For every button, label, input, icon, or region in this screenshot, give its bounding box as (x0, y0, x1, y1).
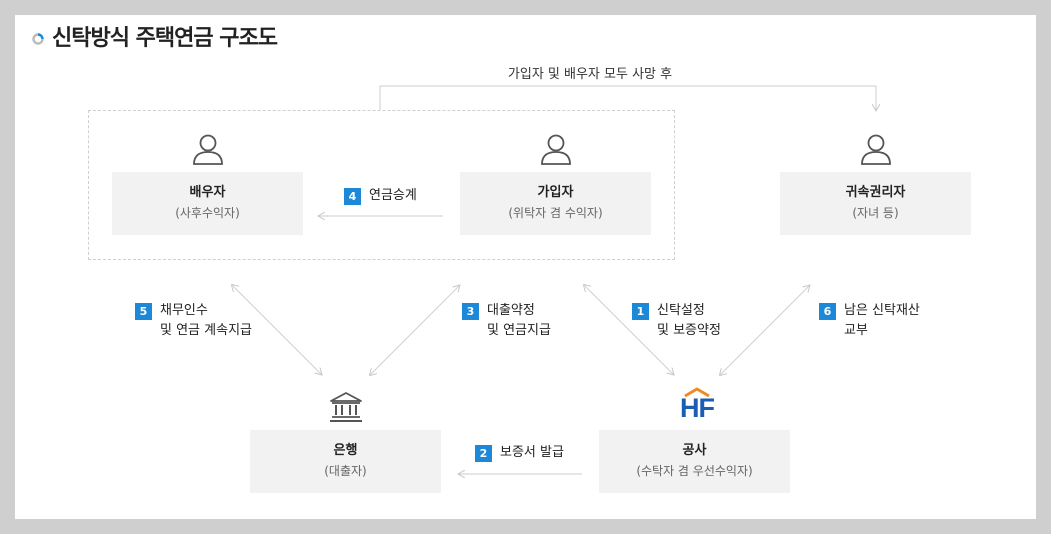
bank-name: 은행 (333, 443, 358, 458)
spouse-name: 배우자 (189, 185, 226, 200)
top-label: 가입자 및 배우자 모두 사망 후 (507, 67, 673, 82)
diagram-panel (15, 15, 1036, 519)
title-text: 신탁방식 주택연금 구조도 (52, 26, 278, 51)
arrow-5 (232, 285, 322, 375)
step-5-label: 5 채무인수 및 연금 계속지급 (135, 303, 252, 341)
household-group-border (88, 110, 675, 260)
hf-logo-text: HF (680, 393, 715, 423)
heir-person-icon (859, 133, 893, 169)
step-4-text: 연금승계 (369, 188, 417, 203)
page-title: 신탁방식 주택연금 구조도 (32, 20, 278, 52)
step-1-label: 1 신탁설정 및 보증약정 (632, 303, 721, 341)
step-4-badge: 4 (344, 188, 361, 205)
subscriber-role: (위탁자 겸 수익자) (508, 206, 603, 220)
step-5-text-2: 및 연금 계속지급 (160, 323, 252, 338)
spouse-person-icon (191, 133, 225, 169)
bank-icon (329, 391, 363, 427)
top-connector (379, 85, 876, 111)
step-3-text-1: 대출약정 (487, 303, 535, 318)
spouse-box: 배우자 (사후수익자) (112, 172, 303, 235)
arrow-3 (370, 285, 460, 375)
arrow-6 (720, 285, 810, 375)
step-6-label: 6 남은 신탁재산 교부 (819, 303, 920, 341)
arrow-1 (584, 285, 674, 375)
heir-name: 귀속권리자 (845, 185, 906, 200)
corp-name: 공사 (682, 443, 707, 458)
step-3-badge: 3 (462, 303, 479, 320)
heir-box: 귀속권리자 (자녀 등) (780, 172, 971, 235)
subscriber-box: 가입자 (위탁자 겸 수익자) (460, 172, 651, 235)
hf-logo-icon: HF (675, 387, 719, 423)
step-1-text-2: 및 보증약정 (657, 323, 721, 338)
step-6-text-1: 남은 신탁재산 (844, 303, 920, 318)
bank-role: (대출자) (324, 464, 367, 478)
title-bullet-icon (32, 30, 44, 45)
step-2-text: 보증서 발급 (500, 445, 564, 460)
step-1-text-1: 신탁설정 (657, 303, 705, 318)
subscriber-name: 가입자 (537, 185, 574, 200)
step-4-label: 4 연금승계 (344, 188, 417, 206)
subscriber-person-icon (539, 133, 573, 169)
corp-box: 공사 (수탁자 겸 우선수익자) (599, 430, 790, 493)
step-2-badge: 2 (475, 445, 492, 462)
spouse-role: (사후수익자) (175, 206, 240, 220)
corp-role: (수탁자 겸 우선수익자) (636, 464, 753, 478)
step-2-label: 2 보증서 발급 (475, 445, 564, 463)
step-6-text-2: 교부 (844, 323, 868, 338)
step-5-badge: 5 (135, 303, 152, 320)
step-5-text-1: 채무인수 (160, 303, 208, 318)
step-1-badge: 1 (632, 303, 649, 320)
bank-box: 은행 (대출자) (250, 430, 441, 493)
step-6-badge: 6 (819, 303, 836, 320)
step-3-label: 3 대출약정 및 연금지급 (462, 303, 551, 341)
step-3-text-2: 및 연금지급 (487, 323, 551, 338)
heir-role: (자녀 등) (852, 206, 899, 220)
